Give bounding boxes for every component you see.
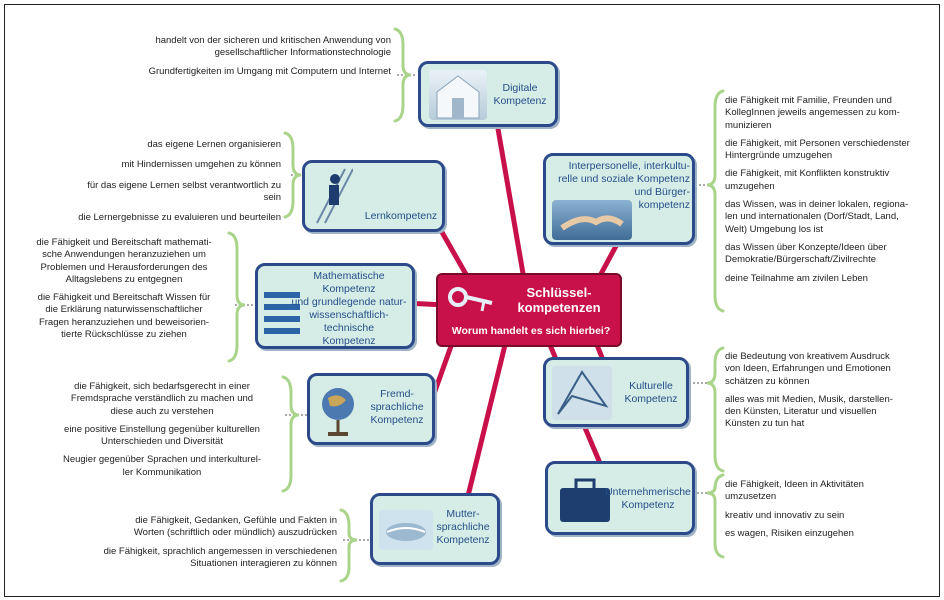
box-title: Lernkompetenz bbox=[364, 210, 438, 222]
text-lern: das eigene Lernen organisieren mit Hinde… bbox=[75, 139, 281, 230]
text-item: die Fähigkeit, mit Personen verschiedens… bbox=[725, 137, 910, 162]
text-item: es wagen, Risiken einzugehen bbox=[725, 527, 854, 539]
center-question: Worum handelt es sich hierbei? bbox=[451, 325, 611, 337]
text-item: deine Teilnahme am zivilen Leben bbox=[725, 272, 868, 284]
text-item: die Fähigkeit, mit Konflikten konstrukti… bbox=[725, 168, 890, 192]
brace-fremd bbox=[281, 375, 300, 493]
text-item: kreativ und innovativ zu sein bbox=[725, 509, 845, 521]
sculpture-icon bbox=[552, 366, 612, 420]
brace-lern bbox=[283, 131, 302, 219]
text-item: die Fähigkeit und Bereitschaft mathemati… bbox=[36, 237, 212, 285]
text-item: eine positive Einstellung gegenüber kult… bbox=[64, 423, 260, 448]
box-title: Mutter- sprachliche Kompetenz bbox=[436, 508, 490, 546]
text-math: die Fähigkeit und Bereitschaft mathemati… bbox=[23, 237, 225, 347]
box-muttersprachliche-kompetenz: Mutter- sprachliche Kompetenz bbox=[370, 493, 500, 565]
text-item: Neugier gegenüber Sprachen und interkult… bbox=[62, 454, 262, 478]
connector-digital bbox=[494, 120, 528, 288]
box-title: Digitale Kompetenz bbox=[493, 82, 547, 107]
box-title: Unternehmerische Kompetenz bbox=[605, 486, 691, 511]
center-node-schluesselkompetenzen: Schlüssel- kompetenzen Worum handelt es … bbox=[436, 273, 622, 347]
box-title: Kulturelle Kompetenz bbox=[624, 380, 678, 405]
box-fremdsprachliche-kompetenz: Fremd- sprachliche Kompetenz bbox=[307, 373, 435, 445]
box-mathematische-kompetenz: Mathematische Kompetenz und grundlegende… bbox=[255, 263, 415, 349]
connector-mutter bbox=[464, 342, 508, 503]
text-item: die Fähigkeit, Ideen in Aktivitäten umzu… bbox=[725, 479, 864, 503]
box-lernkompetenz: Lernkompetenz bbox=[302, 160, 445, 232]
text-item: die Fähigkeit und Bereitschaft Wissen fü… bbox=[37, 292, 211, 341]
text-item: handelt von der sicheren und kritischen … bbox=[155, 35, 391, 59]
handshake-icon bbox=[552, 200, 632, 240]
text-item: die Bedeutung von kreativem Ausdruck von… bbox=[725, 351, 891, 387]
brace-unter bbox=[706, 473, 725, 559]
text-inter: die Fähigkeit mit Familie, Freunden und … bbox=[725, 95, 931, 291]
box-digitale-kompetenz: Digitale Kompetenz bbox=[418, 61, 558, 127]
text-item: die Fähigkeit mit Familie, Freunden und … bbox=[725, 95, 900, 131]
text-digital: handelt von der sicheren und kritischen … bbox=[115, 35, 391, 84]
text-kultur: die Bedeutung von kreativem Ausdruck von… bbox=[725, 351, 931, 437]
text-item: alles was mit Medien, Musik, darstellen-… bbox=[725, 393, 893, 430]
text-item: das Wissen, was in deiner lokalen, regio… bbox=[725, 199, 909, 235]
box-kulturelle-kompetenz: Kulturelle Kompetenz bbox=[543, 357, 689, 427]
box-interpersonelle-kompetenz: Interpersonelle, interkultu- relle und s… bbox=[543, 153, 695, 245]
columns-icon bbox=[264, 288, 304, 340]
brace-kultur bbox=[706, 346, 725, 473]
text-fremd: die Fähigkeit, sich bedarfsgerecht in ei… bbox=[45, 381, 279, 485]
text-item: das eigene Lernen organisieren bbox=[147, 139, 281, 150]
globe-icon bbox=[316, 382, 360, 438]
text-item: die Fähigkeit, sich bedarfsgerecht in ei… bbox=[70, 381, 254, 417]
text-item: für das eigene Lernen selbst verantwortl… bbox=[87, 179, 281, 203]
brace-inter bbox=[706, 89, 725, 313]
brace-mutter bbox=[339, 508, 358, 583]
text-item: die Fähigkeit, Gedanken, Gefühle und Fak… bbox=[133, 515, 337, 539]
brace-digital bbox=[393, 27, 412, 123]
box-unternehmerische-kompetenz: Unternehmerische Kompetenz bbox=[545, 461, 695, 535]
briefcase-icon bbox=[554, 472, 616, 526]
text-item: Grundfertigkeiten im Umgang mit Computer… bbox=[148, 65, 391, 77]
box-title: Fremd- sprachliche Kompetenz bbox=[370, 388, 424, 426]
text-unter: die Fähigkeit, Ideen in Aktivitäten umzu… bbox=[725, 479, 931, 546]
key-icon bbox=[446, 283, 496, 319]
text-item: das Wissen über Konzepte/Ideen über Demo… bbox=[725, 241, 887, 266]
brace-math bbox=[227, 231, 246, 363]
ladder-climber-icon bbox=[311, 165, 354, 225]
house-icon bbox=[429, 70, 487, 120]
text-mutter: die Fähigkeit, Gedanken, Gefühle und Fak… bbox=[97, 515, 337, 576]
text-item: die Lernergebnisse zu evaluieren und beu… bbox=[78, 212, 281, 224]
center-title: Schlüssel- kompetenzen bbox=[517, 285, 601, 315]
text-item: mit Hindernissen umgehen zu können bbox=[121, 159, 281, 171]
lips-icon bbox=[379, 510, 433, 550]
box-title: Mathematische Kompetenz und grundlegende… bbox=[291, 270, 407, 347]
box-title: Interpersonelle, interkultu- relle und s… bbox=[558, 160, 690, 211]
mindmap-frame: Digitale Kompetenz Lernkompetenz Mathema… bbox=[4, 4, 940, 597]
text-item: die Fähigkeit, sprachlich angemessen in … bbox=[103, 545, 337, 569]
